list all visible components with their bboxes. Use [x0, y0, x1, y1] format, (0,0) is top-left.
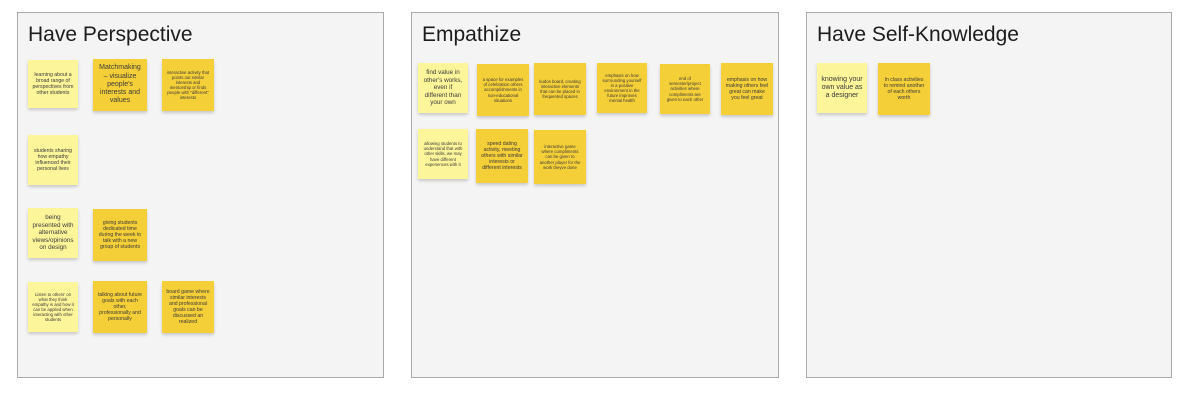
sticky-note[interactable]: a space for examples of celebration othe… — [477, 64, 529, 116]
frame-have-perspective[interactable]: Have Perspective learning about a broad … — [17, 12, 384, 378]
sticky-note[interactable]: speed dating activity, meeting others wi… — [476, 129, 528, 183]
sticky-note[interactable]: interactive activity that points out sim… — [162, 59, 214, 111]
sticky-note[interactable]: find value in other's works, even if dif… — [418, 63, 468, 113]
sticky-note[interactable]: Listen to others' on what they think emp… — [28, 282, 78, 332]
sticky-note[interactable]: board game where similar interests and p… — [162, 281, 214, 333]
frame-empathize[interactable]: Empathize find value in other's works, e… — [411, 12, 779, 378]
sticky-note[interactable]: talking about future goals with each oth… — [93, 281, 147, 333]
sticky-note[interactable]: knowing your own value as a designer — [817, 63, 867, 113]
frame-have-self-knowledge[interactable]: Have Self-Knowledge knowing your own val… — [806, 12, 1172, 378]
sticky-note[interactable]: kudos board, creating interactive elemen… — [534, 63, 586, 115]
frame-title: Have Perspective — [28, 23, 193, 46]
sticky-note[interactable]: interactive game where compliments can b… — [534, 130, 586, 184]
sticky-note[interactable]: emphasis on how making others feel great… — [721, 63, 773, 115]
sticky-note[interactable]: In class activities to remind another of… — [878, 63, 930, 115]
frame-title: Empathize — [422, 23, 522, 46]
sticky-note[interactable]: being presented with alternative views/o… — [28, 208, 78, 258]
sticky-note[interactable]: students sharing how empathy influenced … — [28, 135, 78, 185]
sticky-note[interactable]: giving students dedicated time during th… — [93, 209, 147, 261]
sticky-note[interactable]: Matchmaking – visualize people's interes… — [93, 59, 147, 111]
sticky-note[interactable]: learning about a broad range of perspect… — [28, 60, 78, 108]
sticky-note[interactable]: allowing students to understand that wit… — [418, 129, 468, 179]
frame-title: Have Self-Knowledge — [817, 23, 1019, 46]
sticky-note[interactable]: end of semester/project activities where… — [660, 64, 710, 114]
sticky-note[interactable]: emphasis on how surrounding yourself in … — [597, 63, 647, 113]
